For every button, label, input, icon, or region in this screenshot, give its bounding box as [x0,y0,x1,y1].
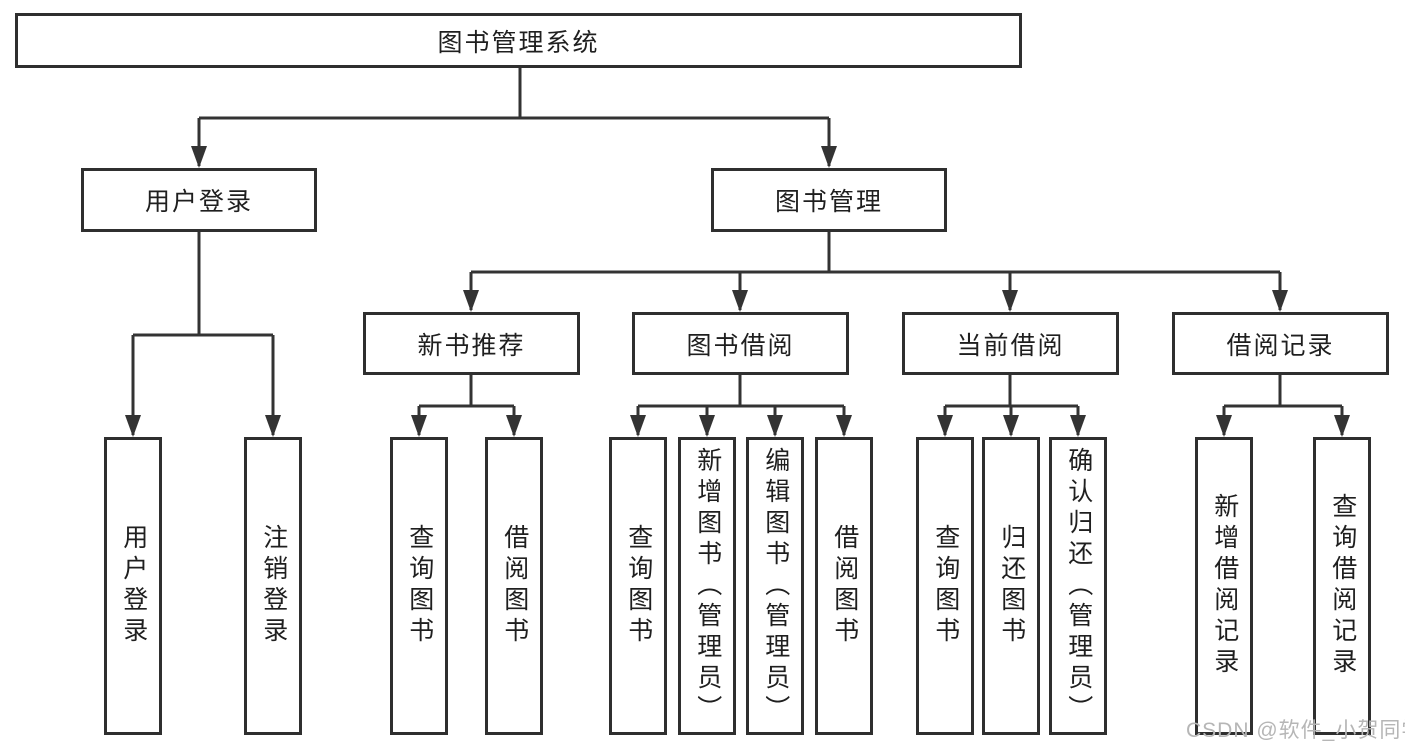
leaf-edit-book-admin: 编辑图书（管理员） [746,437,804,735]
node-new-book-recommend: 新书推荐 [363,312,580,375]
leaf-add-borrow-record: 新增借阅记录 [1195,437,1253,735]
node-label: 图书管理 [774,188,883,216]
leaf-return-book: 归还图书 [982,437,1040,735]
connector-user-login-children [125,232,281,437]
leaf-user-login: 用户登录 [104,437,162,735]
leaf-add-book-admin: 新增图书（管理员） [678,437,736,735]
node-label: 新增图书（管理员） [693,446,722,726]
connector-root-to-level2 [191,68,837,168]
node-book-management: 图书管理 [711,168,947,232]
connector-new-book-children [411,375,522,437]
node-label: 查询借阅记录 [1328,493,1357,679]
node-label: 归还图书 [997,524,1026,648]
node-label: 确认归还（管理员） [1064,446,1093,726]
node-book-borrow: 图书借阅 [632,312,849,375]
node-label: 查询图书 [405,524,434,648]
node-label: 查询图书 [624,524,653,648]
node-label: 借阅记录 [1226,331,1335,360]
leaf-borrow-book-1: 借阅图书 [485,437,543,735]
connector-book-management-children [463,232,1288,312]
csdn-watermark: CSDN @软件_小贺同学 [1186,719,1405,742]
node-label: 用户登录 [144,188,253,216]
node-label: 查询图书 [931,524,960,648]
node-label: 当前借阅 [956,331,1065,360]
node-current-borrow: 当前借阅 [902,312,1119,375]
leaf-logout-login: 注销登录 [244,437,302,735]
leaf-borrow-book-2: 借阅图书 [815,437,873,735]
leaf-query-book-1: 查询图书 [390,437,448,735]
node-library-system: 图书管理系统 [15,13,1022,68]
connector-book-borrow-children [630,375,852,437]
leaf-confirm-return-admin: 确认归还（管理员） [1049,437,1107,735]
leaf-query-book-3: 查询图书 [916,437,974,735]
node-label: 图书借阅 [686,331,795,360]
node-label: 新书推荐 [417,331,526,360]
node-label: 用户登录 [119,524,148,648]
connector-borrow-records-children [1216,375,1350,437]
node-label: 编辑图书（管理员） [761,446,790,726]
leaf-query-borrow-record: 查询借阅记录 [1313,437,1371,735]
node-label: 注销登录 [259,524,288,648]
node-label: 图书管理系统 [437,28,600,57]
node-user-login: 用户登录 [81,168,317,232]
leaf-query-book-2: 查询图书 [609,437,667,735]
node-label: 借阅图书 [500,524,529,648]
node-label: 新增借阅记录 [1210,493,1239,679]
node-label: 借阅图书 [830,524,859,648]
node-borrow-records: 借阅记录 [1172,312,1389,375]
connector-current-borrow-children [937,375,1086,437]
